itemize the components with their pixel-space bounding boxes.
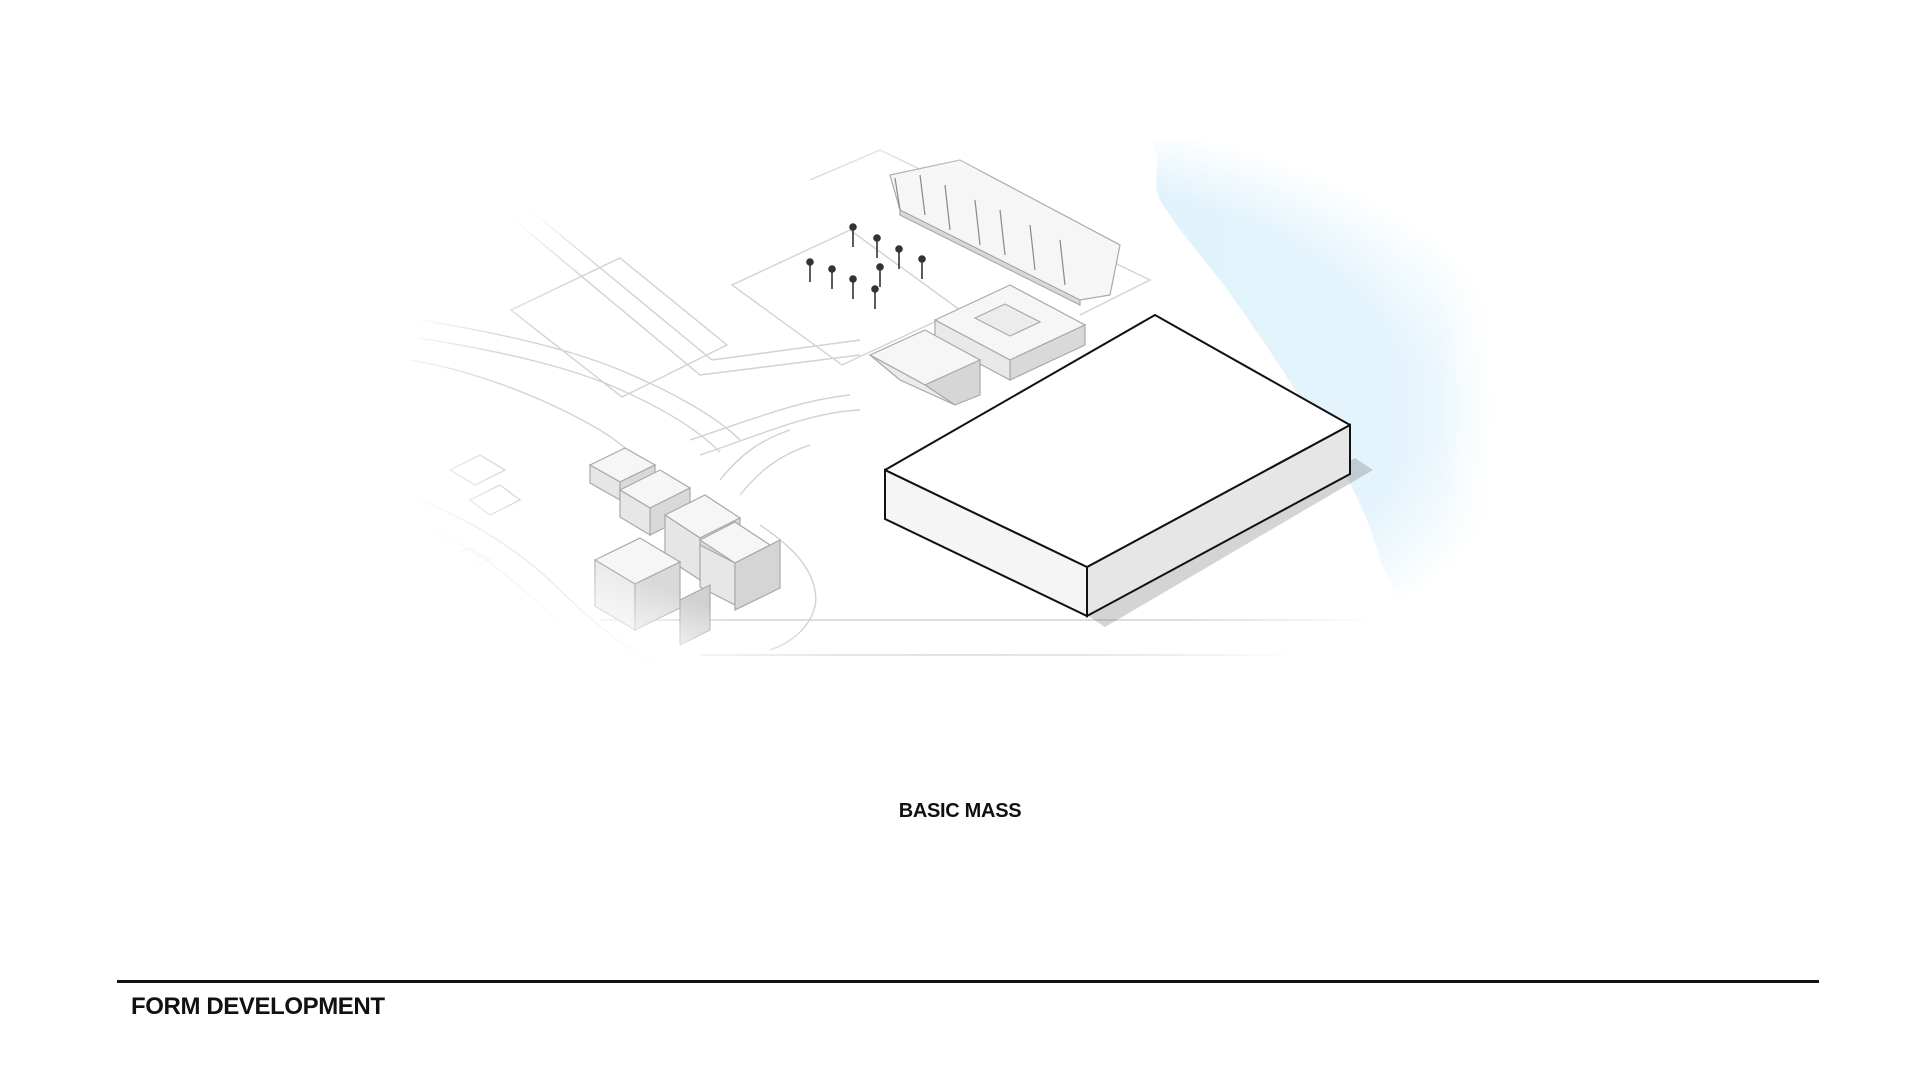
basic-mass-block (884, 314, 1373, 627)
diagram-caption: BASIC MASS (898, 800, 1022, 822)
footer-divider (117, 980, 1819, 983)
section-title: FORM DEVELOPMENT (131, 993, 385, 1020)
